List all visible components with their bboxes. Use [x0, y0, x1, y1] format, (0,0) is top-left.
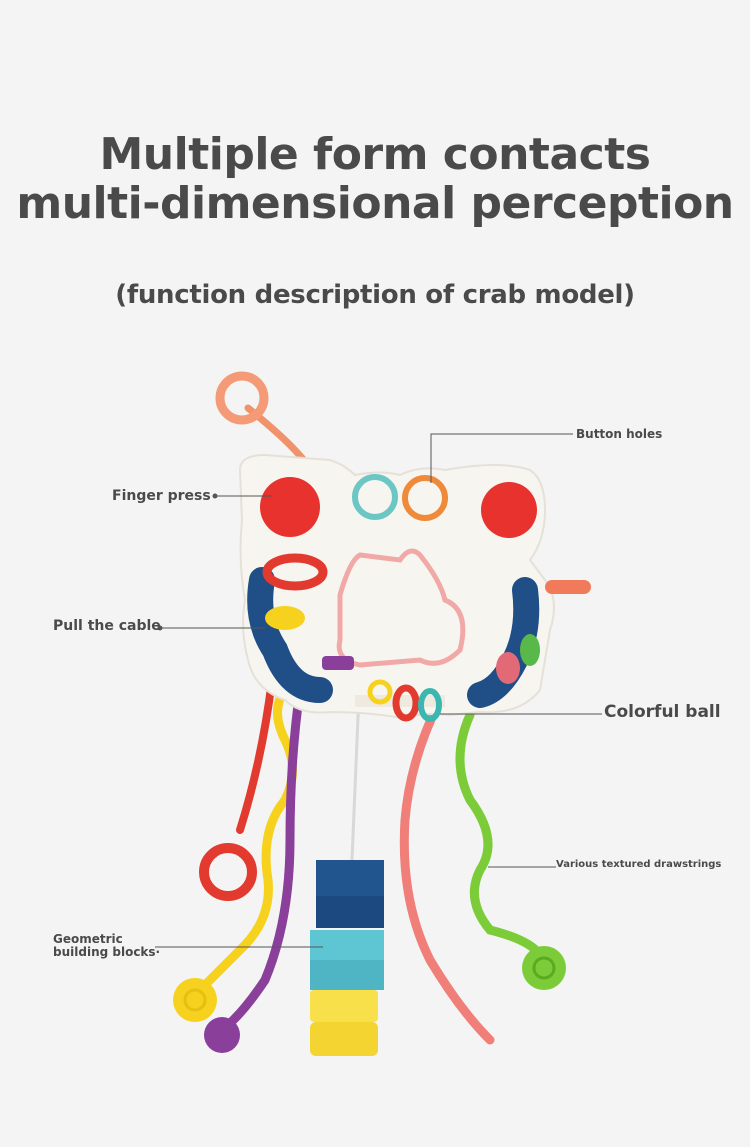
- leader-lines: [155, 433, 602, 948]
- pink-drawstring: [399, 695, 495, 1045]
- callout-geometric-line-2: building blocks·: [53, 945, 161, 959]
- purple-flower: [204, 1017, 240, 1053]
- red-drawstring: [236, 676, 276, 834]
- yellow-drawstring: [200, 685, 297, 990]
- purple-drawstring: [223, 685, 305, 1030]
- page-title-line-2: multi-dimensional perception: [16, 178, 734, 229]
- red-ring: [199, 843, 257, 901]
- drawstrings: [173, 676, 566, 1053]
- callout-colorful-ball: Colorful ball: [604, 702, 721, 722]
- yellow-bead: [265, 606, 305, 630]
- button-holes-leader: [430, 433, 573, 483]
- callout-geometric-blocks: Geometric building blocks·: [53, 933, 160, 959]
- left-arm: [247, 567, 333, 703]
- button-hole-orange: [402, 475, 448, 521]
- purple-bead: [322, 656, 354, 670]
- yellow-disc: [173, 978, 217, 1022]
- callout-various-drawstrings: Various textured drawstrings: [556, 859, 722, 870]
- colorful-ball-yellow: [367, 679, 393, 705]
- callout-finger-press: Finger press: [112, 488, 211, 504]
- finger-press-button-right: [481, 482, 537, 538]
- callout-pull-the-cable: Pull the cable: [53, 618, 161, 634]
- green-bead: [520, 634, 540, 666]
- colorful-ball-red: [392, 684, 420, 722]
- crab-body: [238, 453, 591, 722]
- button-hole-teal: [352, 474, 398, 520]
- geometric-blocks: [310, 860, 384, 1056]
- page-subtitle: (function description of crab model): [115, 280, 635, 310]
- finger-press-button-left: [260, 477, 320, 537]
- green-drawstring: [455, 710, 545, 960]
- pink-bead: [496, 652, 520, 684]
- colorful-ball-teal: [418, 688, 442, 722]
- callout-button-holes: Button holes: [576, 427, 663, 441]
- page-title-line-1: Multiple form contacts: [99, 129, 651, 180]
- callout-geometric-line-1: Geometric: [53, 932, 123, 946]
- red-ring-bead: [262, 553, 328, 591]
- green-disc: [522, 946, 566, 990]
- orange-bead: [545, 580, 591, 594]
